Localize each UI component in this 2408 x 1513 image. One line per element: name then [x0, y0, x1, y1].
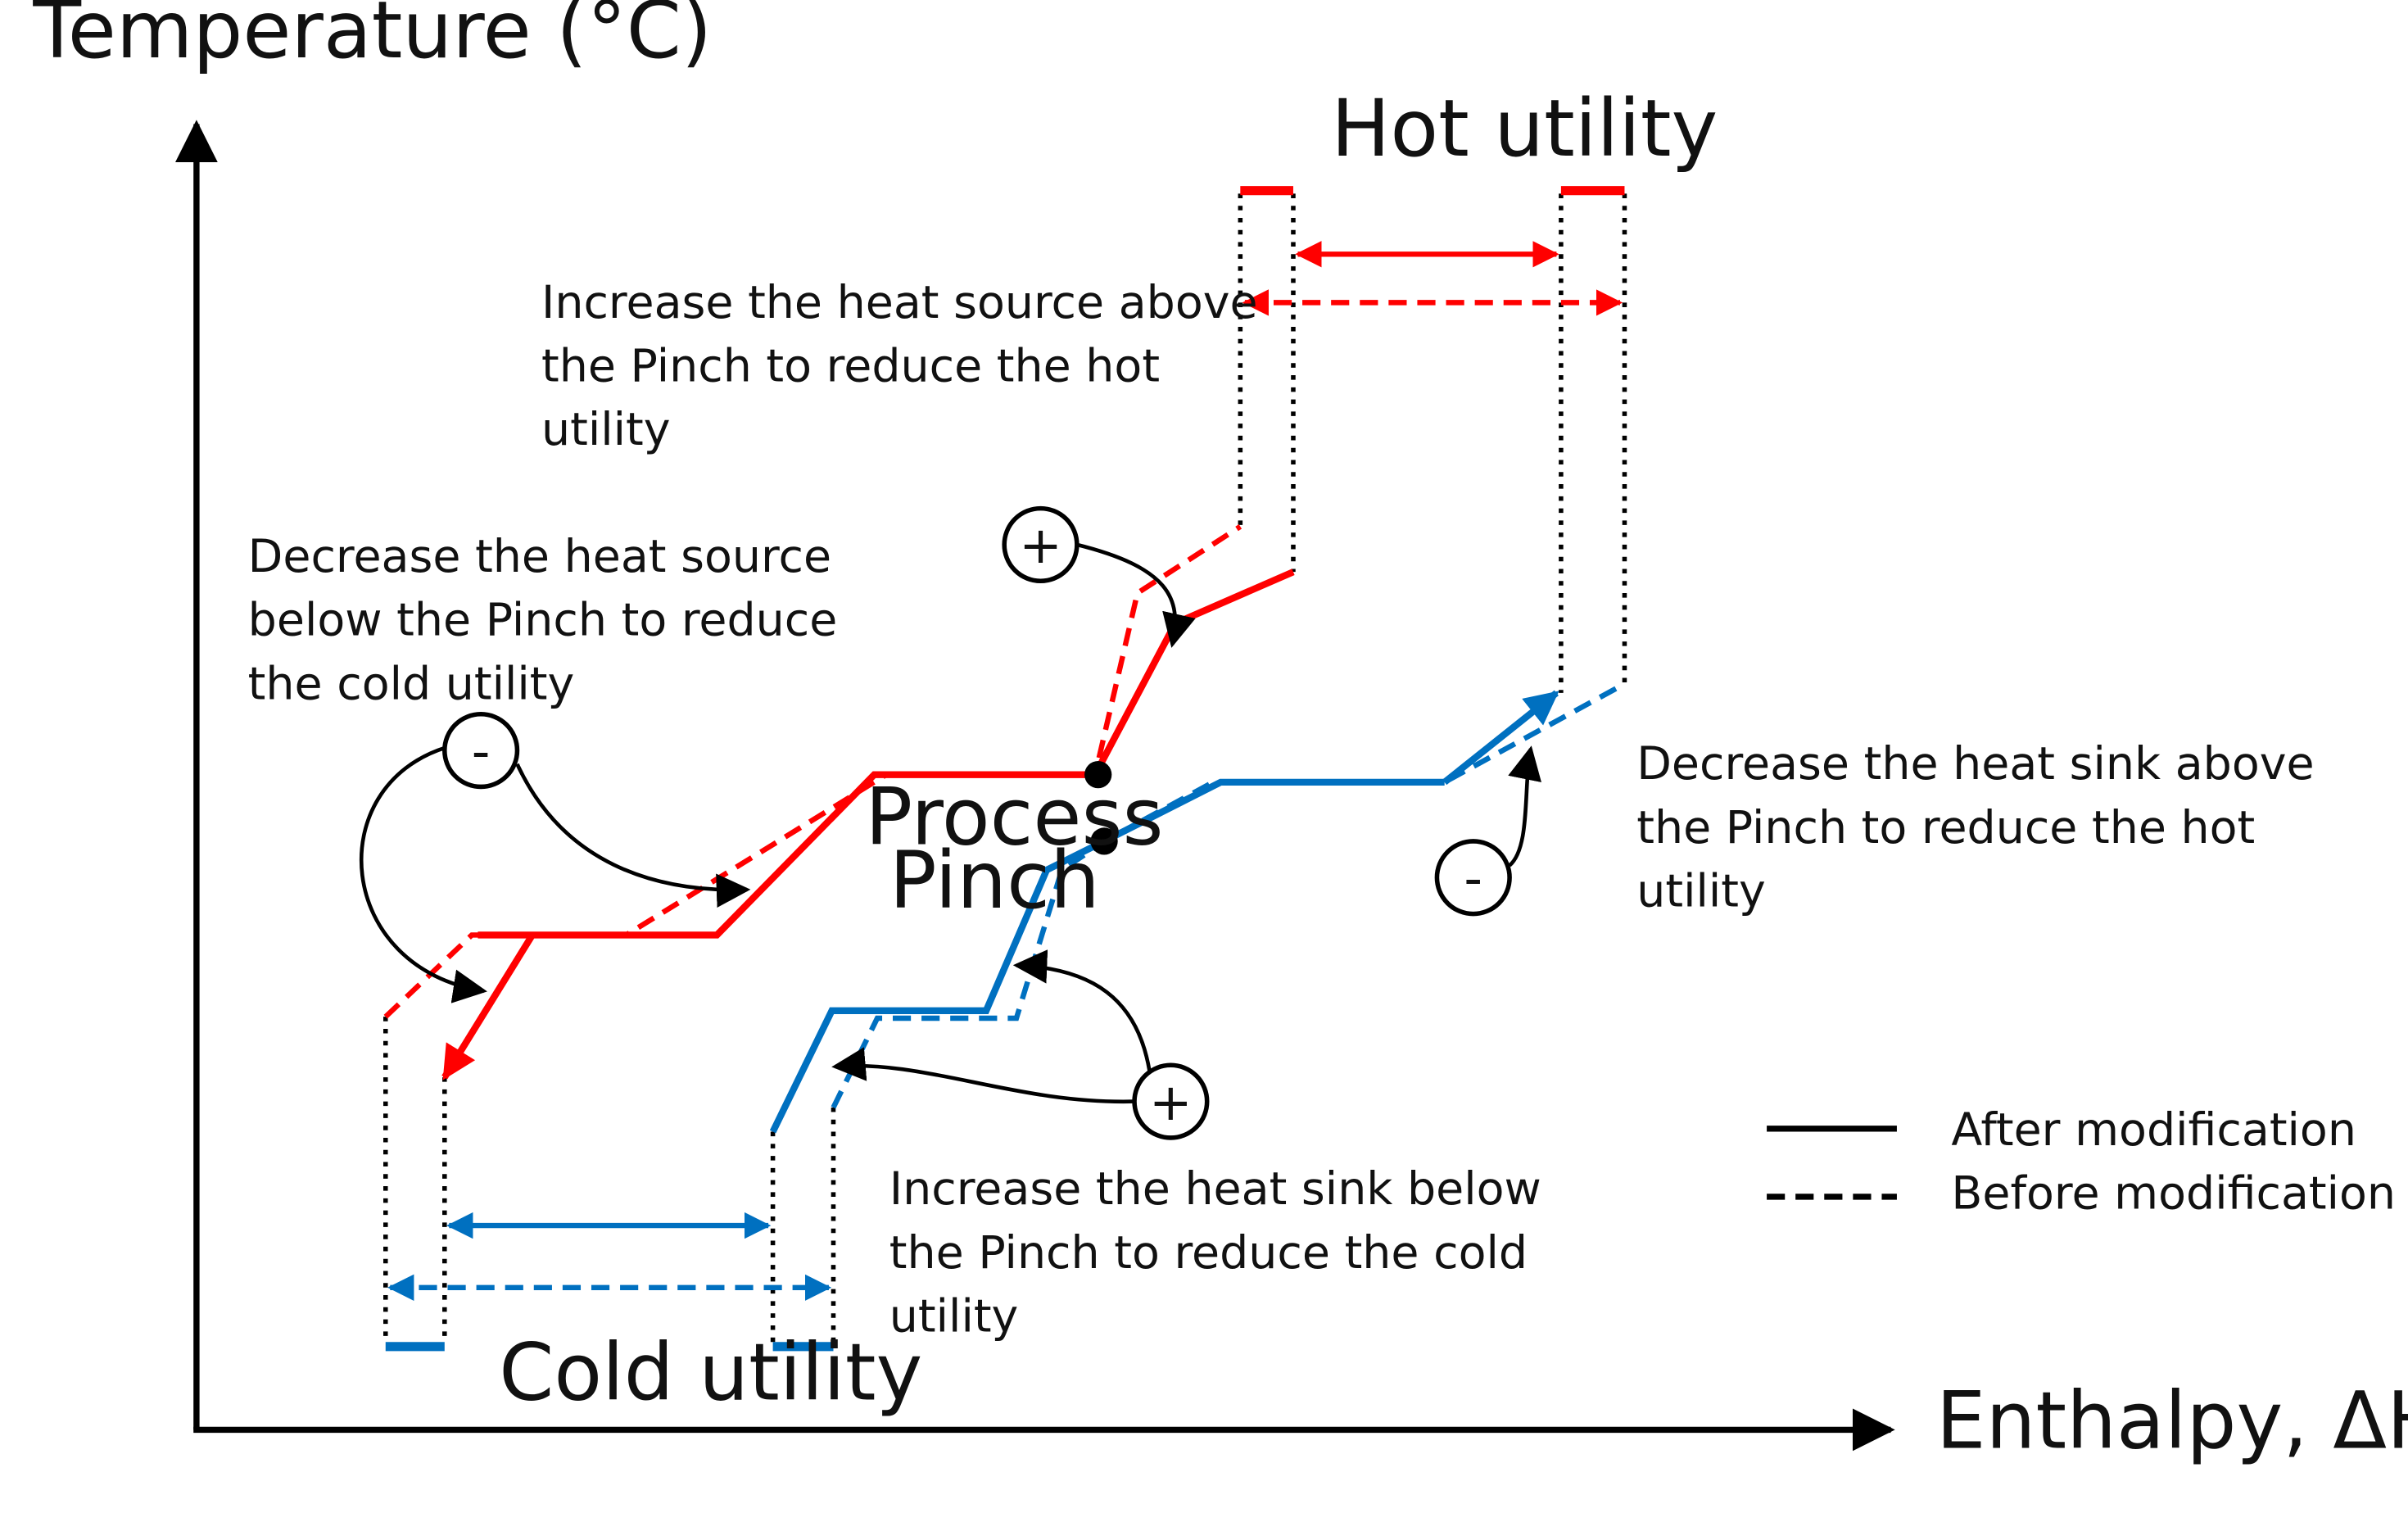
legend-before-label: Before modification	[1951, 1168, 2396, 1221]
curve-arrow-minus-hot-left	[359, 745, 487, 1003]
plus-marker-hot-symbol: +	[1019, 515, 1062, 575]
hot-composite-after	[1092, 569, 1295, 777]
cold-utility-label: Cold utility	[499, 1326, 922, 1418]
process-pinch-label-line2: Pinch	[889, 835, 1100, 926]
svg-text:the Pinch to reduce the hot: the Pinch to reduce the hot	[541, 340, 1160, 392]
curve-arrow-plus-hot	[1076, 542, 1196, 648]
legend: After modification Before modification	[1767, 1104, 2396, 1221]
svg-text:Increase the heat sink below: Increase the heat sink below	[889, 1163, 1541, 1216]
hot-utility-label: Hot utility	[1331, 83, 1718, 174]
annotation-decrease-sink-above: Decrease the heat sink above the Pinch t…	[1636, 738, 2314, 917]
svg-text:Increase the heat source above: Increase the heat source above	[541, 277, 1258, 329]
minus-marker-hot	[442, 712, 520, 790]
annotation-decrease-source-below: Decrease the heat source below the Pinch…	[248, 531, 838, 710]
cold-composite-after-tip	[1442, 690, 1559, 786]
pinch-point-cold	[1090, 827, 1118, 855]
plus-marker-cold-symbol: +	[1149, 1072, 1193, 1132]
minus-marker-cold-symbol: -	[1464, 848, 1482, 908]
svg-text:utility: utility	[541, 404, 671, 456]
svg-text:below the Pinch to reduce: below the Pinch to reduce	[248, 595, 838, 647]
svg-text:the Pinch to reduce the cold: the Pinch to reduce the cold	[889, 1227, 1528, 1280]
legend-after-label: After modification	[1951, 1104, 2356, 1157]
svg-text:utility: utility	[889, 1290, 1019, 1343]
svg-text:the Pinch to reduce the hot: the Pinch to reduce the hot	[1636, 802, 2255, 854]
hot-composite-after-mid	[478, 771, 1096, 939]
minus-marker-cold	[1434, 839, 1512, 917]
annotation-increase-sink-below: Increase the heat sink below the Pinch t…	[889, 1163, 1541, 1343]
svg-text:utility: utility	[1636, 865, 1766, 917]
annotation-increase-source-above: Increase the heat source above the Pinch…	[541, 277, 1258, 456]
pinch-point-hot	[1084, 761, 1112, 789]
curve-arrow-minus-hot-right	[515, 763, 751, 908]
curve-arrow-plus-cold-upper	[1012, 949, 1152, 1072]
minus-marker-hot-symbol: -	[472, 721, 491, 781]
curve-arrow-minus-cold	[1508, 745, 1542, 867]
curve-arrow-plus-cold-lower	[831, 1047, 1135, 1104]
y-axis-label: Temperature (°C)	[32, 0, 712, 76]
x-axis-label: Enthalpy, ΔH (MW)	[1936, 1375, 2408, 1467]
svg-text:Decrease the heat source: Decrease the heat source	[248, 531, 831, 583]
hot-composite-after-tail	[441, 933, 536, 1080]
process-pinch-label-line1: Process	[865, 772, 1163, 863]
cold-composite-after	[769, 778, 1445, 1134]
svg-text:Decrease the heat sink above: Decrease the heat sink above	[1636, 738, 2314, 790]
svg-text:the cold utility: the cold utility	[248, 658, 575, 710]
